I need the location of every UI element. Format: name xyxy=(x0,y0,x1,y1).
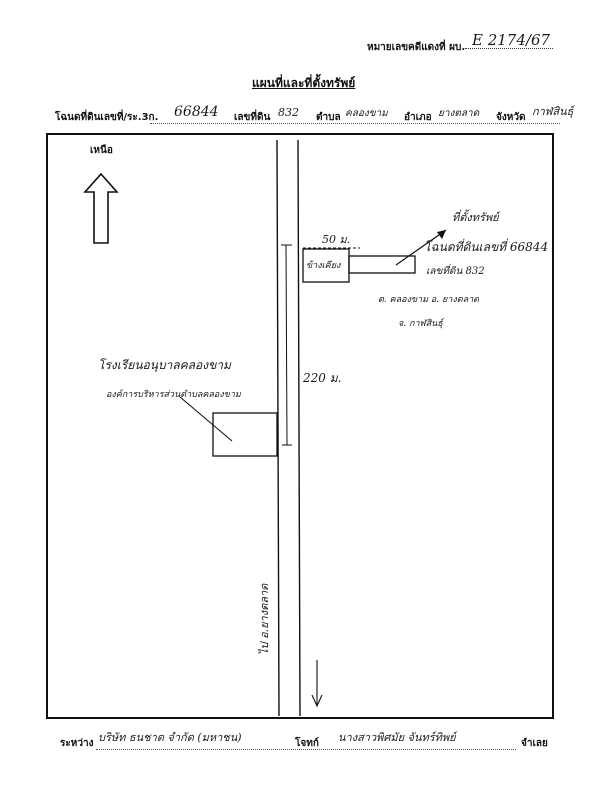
defendant-role-label: จำเลย xyxy=(521,738,548,749)
parcel-number: 832 xyxy=(278,106,299,119)
property-deed: โฉนดที่ดินเลขที่ 66844 xyxy=(424,240,549,254)
parcel-label: เลขที่ดิน xyxy=(234,112,271,123)
defendant-name: นางสาวพิศมัย จันทร์ทิพย์ xyxy=(338,731,456,744)
road-right-edge xyxy=(297,139,301,717)
case-number-label: หมายเลขคดีแดงที่ ผบ. xyxy=(367,42,466,53)
plaintiff-name: บริษัท ธนชาต จำกัด (มหาชน) xyxy=(98,731,242,744)
property-parcel xyxy=(348,255,416,274)
property-label: ที่ตั้งทรัพย์ xyxy=(452,211,499,224)
landmark-box xyxy=(212,412,278,457)
subdistrict-label: ตำบล xyxy=(316,112,341,123)
distance-line xyxy=(285,244,288,446)
between-label: ระหว่าง xyxy=(60,738,94,749)
footer-underline xyxy=(96,749,516,750)
district-value: ยางตลาด xyxy=(438,108,480,119)
pointer-arrowhead-icon xyxy=(437,230,446,239)
page-title: แผนที่และที่ตั้งทรัพย์ xyxy=(252,76,356,90)
district-label: อำเภอ xyxy=(404,112,432,123)
road-left-edge xyxy=(276,139,280,717)
frontage-label: 50 ม. xyxy=(322,233,351,246)
property-pointer xyxy=(395,229,447,266)
north-arrow-icon xyxy=(83,172,119,244)
down-arrow-icon xyxy=(311,694,323,708)
distance-label: 220 ม. xyxy=(303,371,342,385)
landmark-pointer xyxy=(179,396,233,442)
side-parcel-label: ข้างเคียง xyxy=(306,261,341,271)
road-label: ไป อ.ยางตลาด xyxy=(258,583,271,655)
deed-label: โฉนดที่ดินเลขที่/ระ.3ก. xyxy=(55,112,159,123)
subdistrict-value: คลองขาม xyxy=(345,108,388,119)
deed-underline xyxy=(150,123,560,124)
map-frame xyxy=(46,133,554,719)
north-label: เหนือ xyxy=(90,145,113,156)
plaintiff-role-label: โจทก์ xyxy=(295,738,319,749)
property-parcel-number: เลขที่ดิน 832 xyxy=(426,266,485,277)
property-location-2: จ. กาฬสินธุ์ xyxy=(398,319,443,329)
deed-number: 66844 xyxy=(174,104,219,120)
property-location-1: ต. คลองขาม อ. ยางตลาด xyxy=(378,295,480,305)
case-number-underline xyxy=(465,48,553,49)
case-number-value: E 2174/67 xyxy=(472,31,551,49)
province-label: จังหวัด xyxy=(496,112,526,123)
landmark-label-2: องค์การบริหารส่วนตำบลคลองขาม xyxy=(106,390,241,400)
landmark-label-1: โรงเรียนอนุบาลคลองขาม xyxy=(98,358,231,372)
province-value: กาฬสินธุ์ xyxy=(532,105,574,118)
